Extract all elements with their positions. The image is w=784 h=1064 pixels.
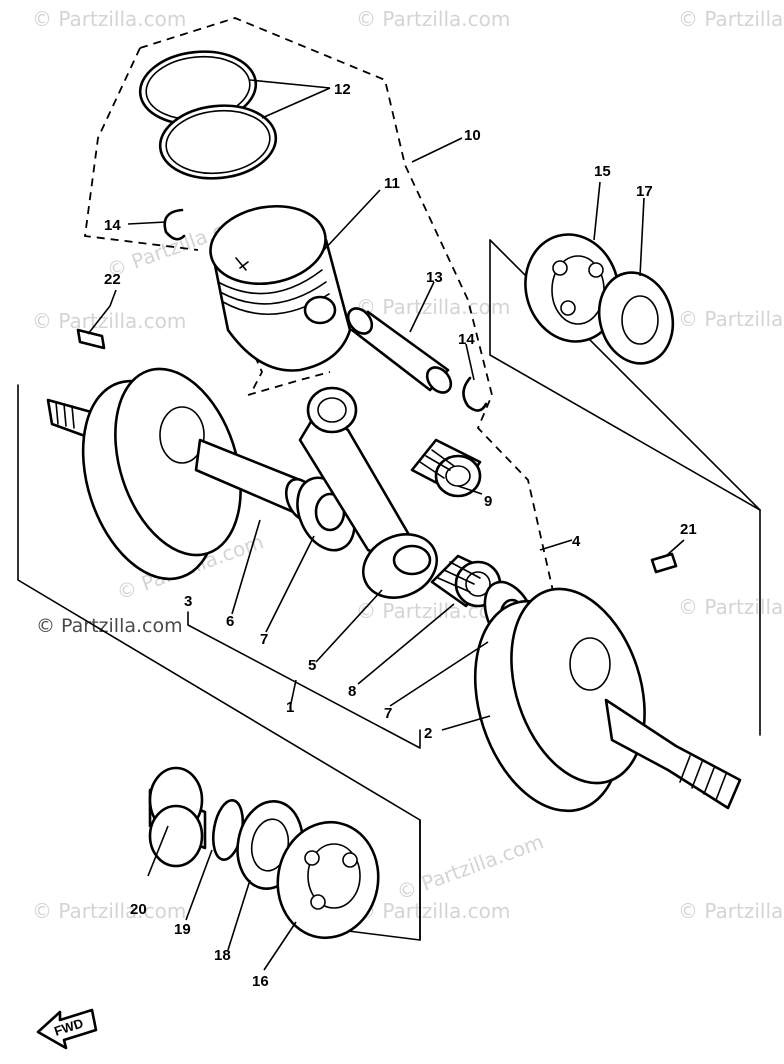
callout-19: 19 [174,921,191,938]
callout-4: 4 [572,533,581,550]
callout-7-right: 7 [384,705,392,722]
callout-12: 12 [334,81,351,98]
watermark: © Partzilla.com [356,295,510,319]
callout-8: 8 [348,683,356,700]
leader-lines [87,79,685,971]
watermark: © Partzilla.com [32,309,186,333]
watermark: © Partzilla.com [394,829,547,904]
callout-2: 2 [424,725,432,742]
connecting-rod [298,386,438,599]
subassembly-bracket [187,611,421,749]
callout-3: 3 [184,593,192,610]
watermark: © Partzilla.com [678,307,784,331]
right-crank-wheel [473,587,742,813]
crank-assembly-outline-right [489,239,761,736]
callout-14-left: 14 [104,217,121,234]
key-clip-22 [76,328,106,350]
callout-16: 16 [252,973,269,990]
callouts: 1 2 3 4 5 6 7 7 8 9 10 11 12 13 14 14 15… [104,81,697,990]
watermark: © Partzilla.com [678,899,784,923]
woodruff-key-21 [650,552,678,574]
callout-21: 21 [680,521,697,538]
circlip-right [462,376,488,412]
callout-22: 22 [104,271,121,288]
watermark: © Partzilla.com [32,899,186,923]
oil-seal-17 [597,271,675,365]
fwd-arrow-icon: FWD [36,1008,98,1050]
callout-6: 6 [226,613,234,630]
watermark: © Partzilla.com [678,595,784,619]
watermark: © Partzilla.com [32,7,186,31]
callout-7-left: 7 [260,631,268,648]
callout-14-right: 14 [458,331,475,348]
callout-11: 11 [384,175,400,192]
watermark-dark: © Partzilla.com [36,615,183,637]
watermark: © Partzilla.com [356,7,510,31]
circlip-left [163,208,186,241]
callout-9: 9 [484,493,492,510]
callout-18: 18 [214,947,231,964]
callout-17: 17 [636,183,653,200]
callout-10: 10 [464,127,481,144]
watermark: © Partzilla.com [678,7,784,31]
small-end-needle-bearing [410,438,482,498]
callout-20: 20 [130,901,147,918]
callout-13: 13 [426,269,443,286]
callout-5: 5 [308,657,316,674]
callout-15: 15 [594,163,611,180]
watermark: © Partzilla.com [356,899,510,923]
piston-pin [346,307,453,394]
piston-rings [138,50,278,180]
crank-bearing-15 [524,233,620,343]
bearing-16 [276,820,380,940]
bearing-20 [148,766,207,868]
left-crank-wheel [46,367,320,581]
callout-1: 1 [286,699,294,716]
piston [209,204,352,372]
